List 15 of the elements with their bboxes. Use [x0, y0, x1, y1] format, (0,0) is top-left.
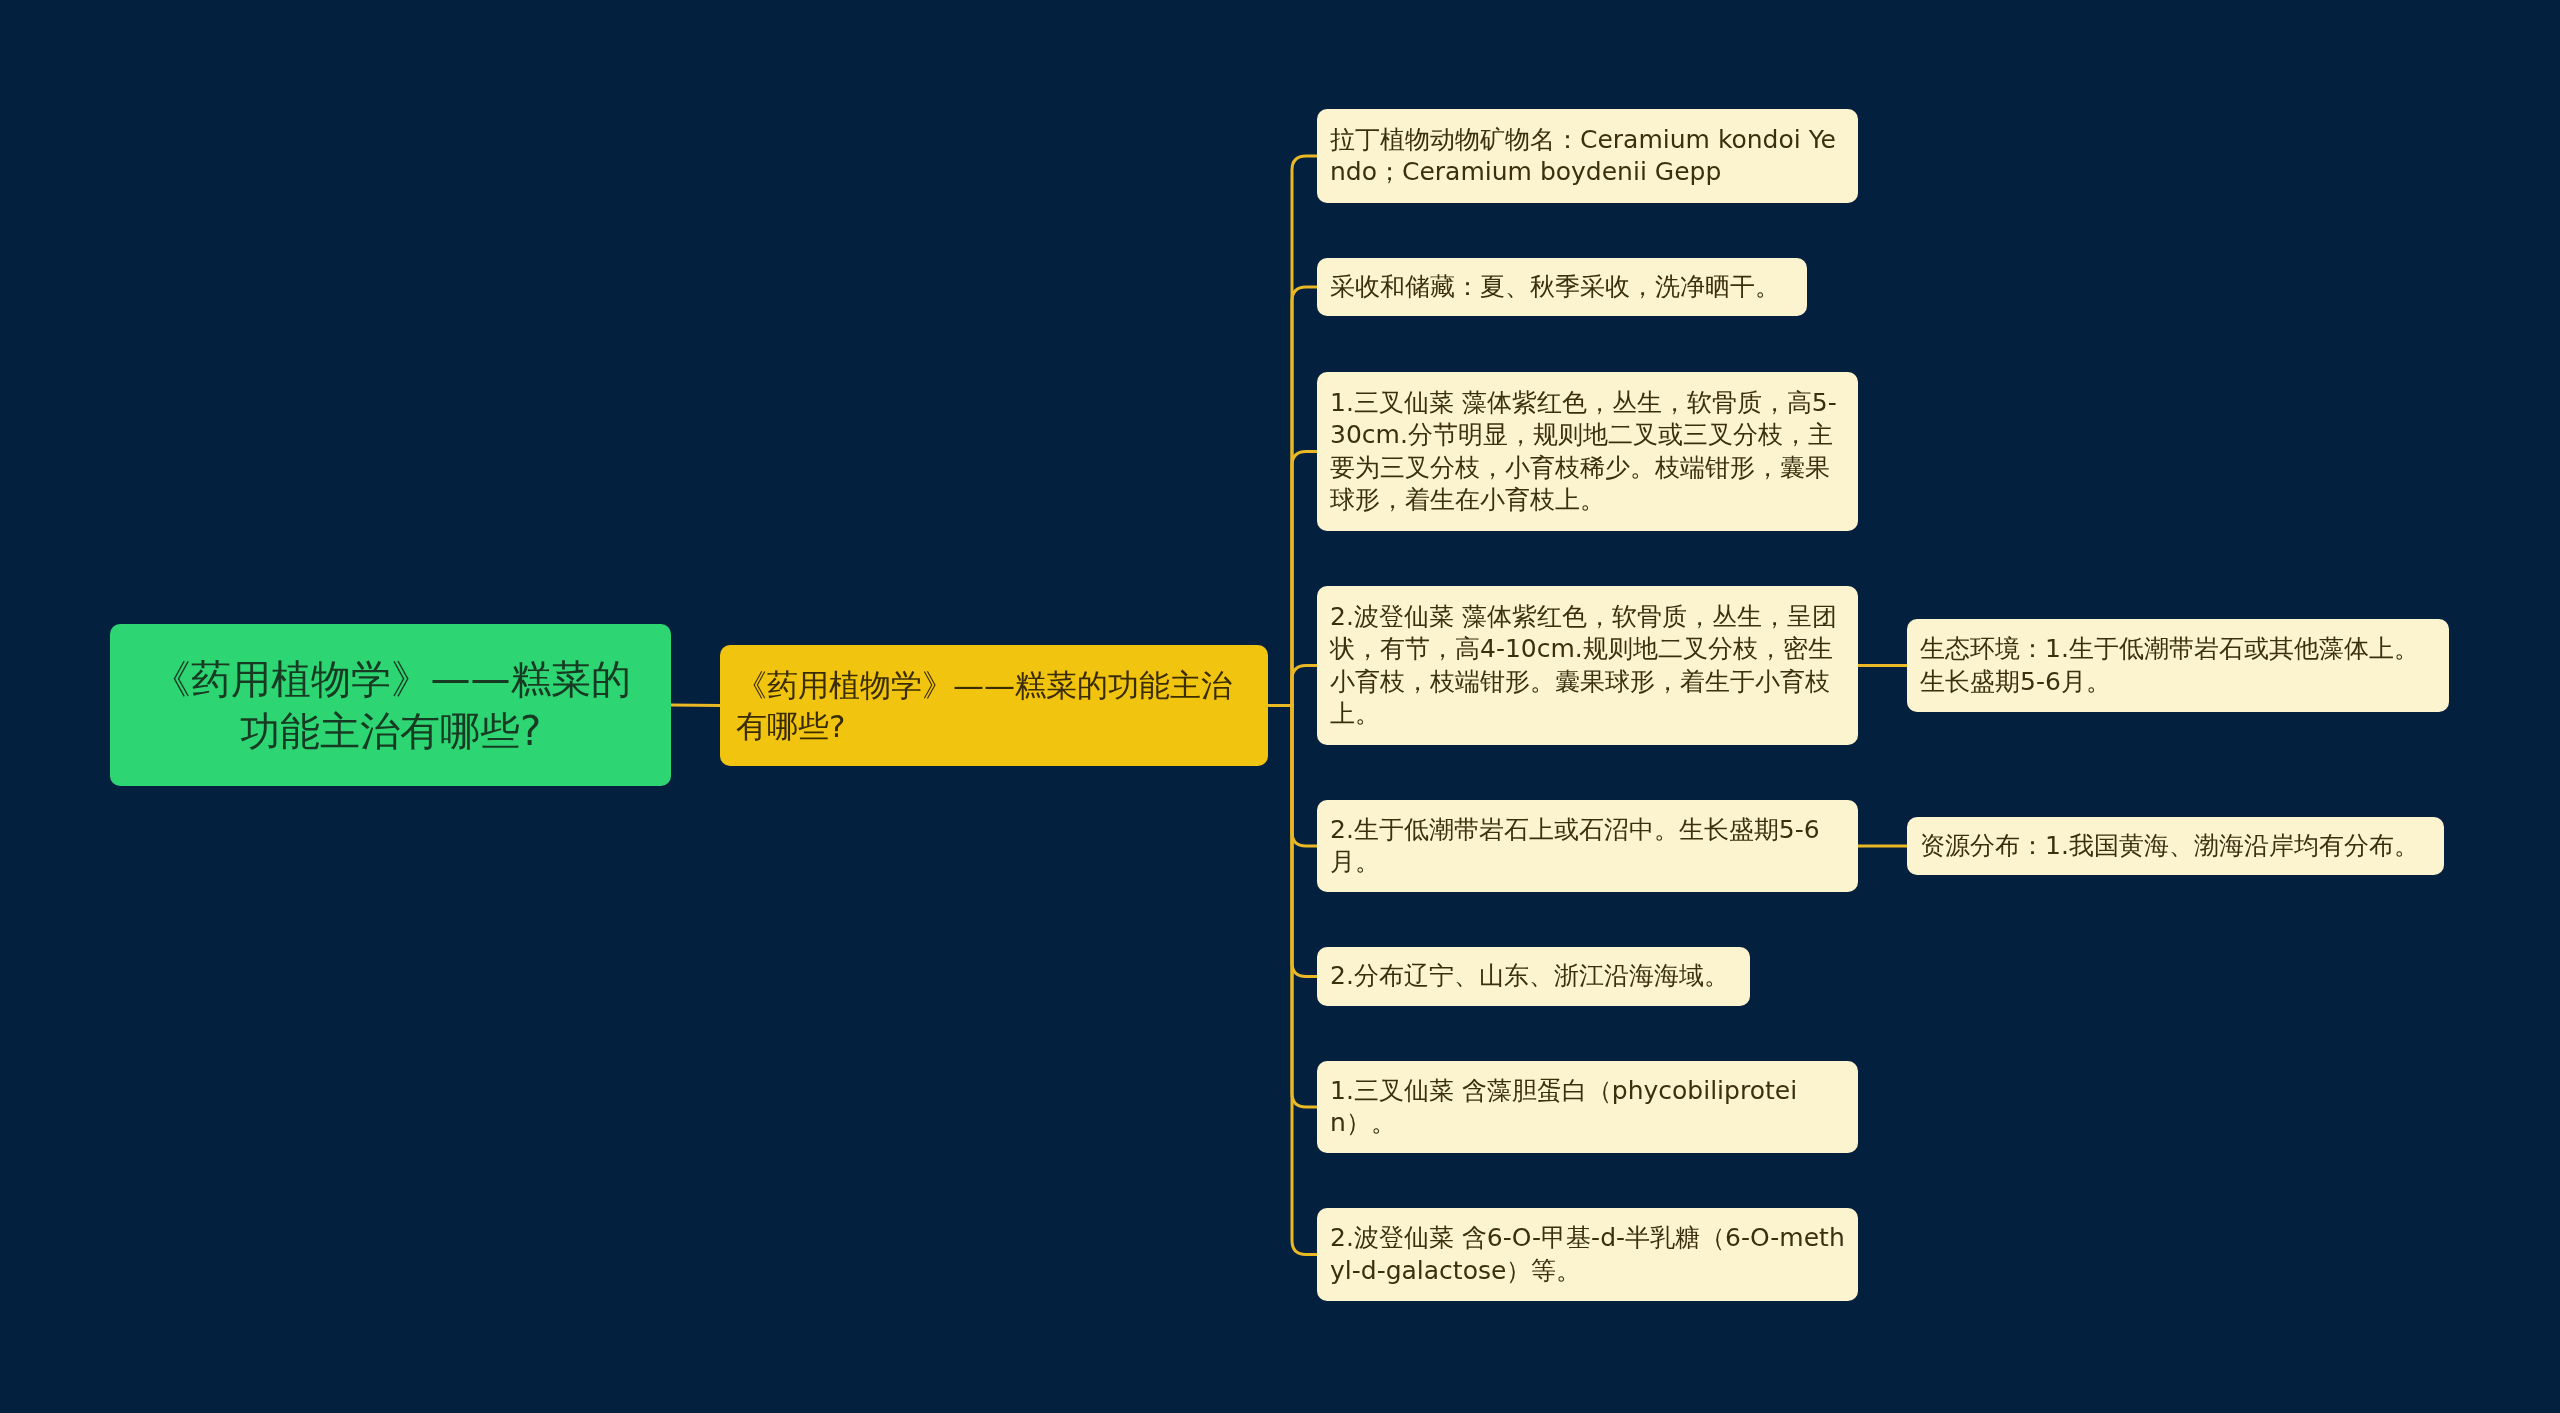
connector-line	[1858, 844, 1907, 848]
note-box: 2.波登仙菜 含6-O-甲基-d-半乳糖（6-O-methyl-d-galactose）等。	[1317, 1208, 1858, 1301]
connector-line	[671, 703, 720, 707]
connector-line	[1858, 664, 1907, 667]
note-box: 资源分布：1.我国黄海、渤海沿岸均有分布。	[1907, 817, 2444, 875]
note-box: 2.分布辽宁、山东、浙江沿海海域。	[1317, 947, 1750, 1006]
note-box: 2.生于低潮带岩石上或石沼中。生长盛期5-6月。	[1317, 800, 1858, 892]
note-box: 1.三叉仙菜 含藻胆蛋白（phycobiliprotein）。	[1317, 1061, 1858, 1153]
note-box: 1.三叉仙菜 藻体紫红色，丛生，软骨质，高5-30cm.分节明显，规则地二叉或三叉分枝，主要为三叉分枝，小育枝稀少。枝端钳形，囊果球形，着生在小育枝上。	[1317, 372, 1858, 531]
note-box: 2.波登仙菜 藻体紫红色，软骨质，丛生，呈团状，有节，高4-10cm.规则地二叉分枝，密生小育枝，枝端钳形。囊果球形，着生于小育枝上。	[1317, 586, 1858, 745]
topic-box: 《药用植物学》——糕菜的功能主治有哪些?	[720, 645, 1268, 766]
topic-box: 《药用植物学》——糕菜的功能主治有哪些?	[110, 624, 671, 786]
note-box: 生态环境：1.生于低潮带岩石或其他藻体上。生长盛期5-6月。	[1907, 619, 2449, 712]
note-box: 拉丁植物动物矿物名：Ceramium kondoi Yendo；Ceramium boydenii Gepp	[1317, 109, 1858, 203]
note-box: 采收和储藏：夏、秋季采收，洗净晒干。	[1317, 258, 1807, 316]
